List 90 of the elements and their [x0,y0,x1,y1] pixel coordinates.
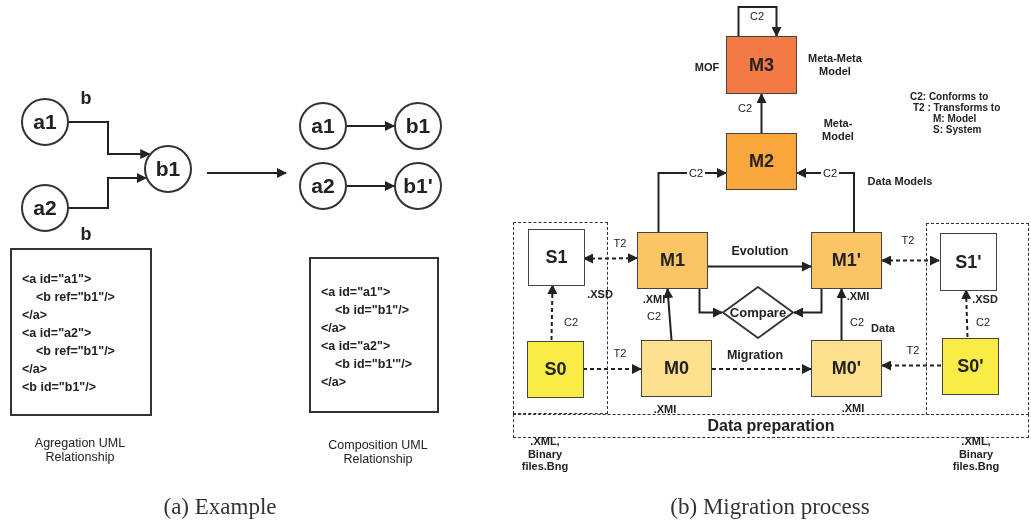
node-caption: Agregation UML Relationship [33,435,127,465]
arrow [881,360,942,371]
code-box [10,248,152,416]
edge-label: C2 [735,102,755,114]
code-line: <b ref="b1"/> [35,343,115,360]
edge-label: C2 [847,316,867,328]
arrow [698,288,723,318]
class-circle: a1 [21,98,69,146]
arrow [881,255,940,266]
decision-diamond: Compare [722,286,794,339]
model-box: S0' [942,338,999,395]
edge-label: T2 [899,234,917,246]
arrow [68,121,151,159]
edge-label: C2 [561,316,581,328]
model-box: S1' [940,233,997,291]
arrow [793,288,823,318]
class-circle: a2 [21,184,69,232]
class-circle: b1 [394,102,442,150]
model-box: M2 [726,133,797,190]
arrow [756,93,767,134]
arrow [68,173,147,209]
edge-label: C2 [747,10,767,22]
legend-note: M: Model [933,113,977,125]
class-circle: b1' [394,162,442,210]
arrow [663,288,674,341]
arrow [657,168,727,233]
edge-label: C2 [820,167,840,179]
arrow [583,253,638,264]
node-caption: Meta-Meta Model [807,52,863,78]
code-line: <a id="a2"> [321,338,391,355]
node-caption: .XSD [971,292,999,306]
annotation-label: Data [870,321,896,335]
code-box [309,257,439,413]
class-circle: a1 [299,102,347,150]
arrow [737,6,782,37]
model-box: S1 [528,229,585,286]
code-line: <b id="b1"/> [334,302,410,319]
section-box: Data preparation [513,414,1029,438]
edge-label: C2 [973,316,993,328]
annotation-label: Data Models [866,174,934,188]
edge-label: C2 [644,310,664,322]
code-line: </a> [321,374,347,391]
arrow [836,288,847,341]
arrow [547,284,558,341]
subfigure-caption: (a) Example [163,493,277,521]
code-line: <b id="b1"/> [22,379,97,396]
edge-label: T2 [611,347,629,359]
model-box: S0 [527,341,584,398]
arrow [582,364,642,374]
code-line: </a> [22,361,48,378]
arrow [346,121,395,131]
arrow [711,364,812,374]
edge-label: T2 [611,237,629,249]
node-caption: .XMI [845,289,871,303]
arrow [707,261,812,272]
node-caption: MOF [693,60,721,74]
node-caption: .XMI [840,401,866,415]
code-line: </a> [321,320,347,337]
annotation-label: .XMI [652,402,678,416]
edge-label: C2 [686,167,706,179]
model-box: M0' [811,340,882,397]
node-caption: .XSD [586,287,614,301]
arrow [346,181,395,191]
code-line: <a id="a1"> [22,271,92,288]
class-circle: b1 [144,145,192,193]
edge-label: Migration [724,348,786,362]
code-line: <a id="a1"> [321,284,391,301]
subfigure-caption: (b) Migration process [670,493,870,521]
group-box [926,223,1029,415]
model-box: M3 [726,36,797,94]
annotation-label: .XML, Binary files.Bng [520,435,570,473]
legend-note: C2: Conforms to [910,91,989,103]
node-caption: Meta- Model [821,117,855,143]
edge-label: T2 [904,344,922,356]
annotation-label: .XML, Binary files.Bng [951,435,1001,473]
code-line: <b ref="b1"/> [35,289,115,306]
edge-label: Evolution [729,244,791,258]
code-line: </a> [22,307,48,324]
arrow [961,289,972,338]
model-box: M1 [637,232,708,289]
legend-note: S: System [933,124,982,136]
arrow [796,168,855,233]
class-circle: a2 [299,162,347,210]
code-line: <a id="a2"> [22,325,92,342]
model-box: M1' [811,232,882,289]
node-caption: Composition UML Relationship [327,437,429,467]
legend-note: T2 : Transforms to [913,102,1001,114]
model-box: M0 [641,340,712,397]
code-line: <b id="b1'"/> [334,356,412,373]
node-caption: .XMI [641,292,667,306]
